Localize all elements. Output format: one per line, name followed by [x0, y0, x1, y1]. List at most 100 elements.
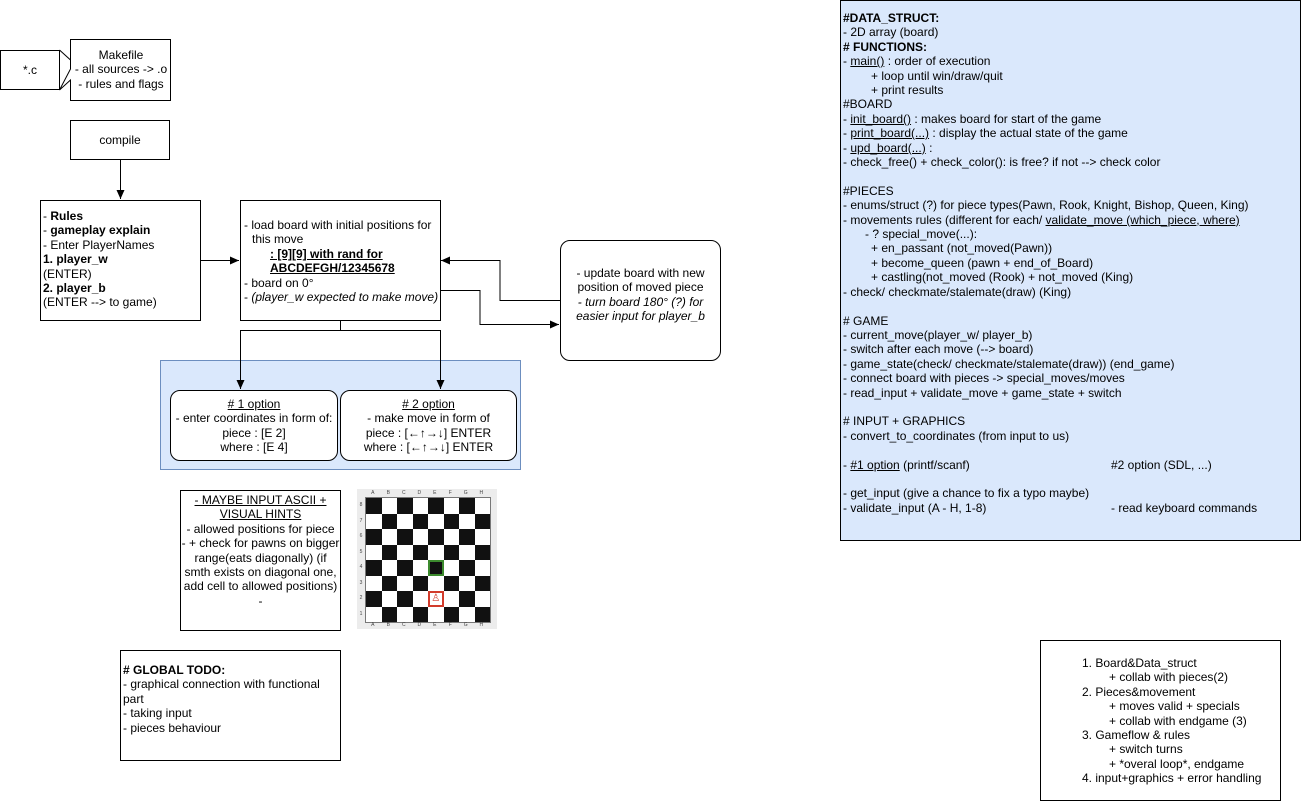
update-board-box[interactable]: - update board with new position of move… — [560, 240, 721, 361]
plan-box[interactable]: 1. Board&Data_struct + collab with piece… — [1040, 640, 1281, 801]
board-square-b3 — [381, 575, 397, 591]
load-board-box[interactable]: - load board with initial positions for … — [240, 200, 441, 321]
board-file-label: G — [463, 490, 468, 496]
board-rank-label: 5 — [359, 548, 363, 555]
notes-line: - read_input + validate_move + game_stat… — [843, 385, 1122, 400]
notes-line: - init_board() : makes board for start o… — [843, 111, 1102, 126]
update-line: easier input for player_b — [576, 309, 705, 324]
option-2-box[interactable]: # 2 option - make move in form of piece … — [340, 390, 517, 461]
board-rank-label: 1 — [359, 610, 363, 617]
board-square-e2: ♙ — [428, 591, 444, 607]
board-square-h1 — [474, 606, 490, 622]
notes-line: #PIECES — [843, 183, 894, 198]
option-2-line: piece : [←↑→↓] ENTER — [365, 425, 492, 440]
notes-line: - #1 option (printf/scanf) #2 option (SD… — [843, 457, 1212, 472]
load-line: this move — [252, 232, 304, 247]
board-square-b4 — [381, 560, 397, 576]
board-square-c4 — [397, 560, 413, 576]
board-square-f3 — [443, 575, 459, 591]
notes-line: #DATA_STRUCT: — [843, 11, 940, 25]
board-square-h4 — [474, 560, 490, 576]
board-square-a7 — [366, 513, 382, 529]
load-line: ABCDEFGH/12345678 — [270, 261, 395, 276]
board-file-label: C — [401, 622, 406, 628]
chessboard-grid: ♙ — [365, 497, 491, 623]
board-file-label: B — [386, 490, 390, 496]
board-square-g8 — [459, 498, 475, 514]
load-line: - board on 0° — [244, 275, 314, 290]
hints-line: add cell to allowed positions) — [183, 579, 338, 594]
notes-line: + loop until win/draw/quit — [871, 68, 1003, 83]
source-files-box[interactable]: *.c — [0, 50, 60, 90]
notes-line-right: #2 option (SDL, ...) — [1111, 457, 1212, 472]
notes-line: - ? special_move(...): — [865, 227, 978, 242]
plan-subitem: + collab with endgame (3) — [1109, 713, 1247, 728]
notes-line: - switch after each move (--> board) — [843, 342, 1034, 357]
board-square-f6 — [443, 529, 459, 545]
board-square-d4 — [412, 560, 428, 576]
rules-line: - gameplay explain — [43, 223, 151, 238]
update-line: - turn board 180° (?) for — [577, 294, 704, 309]
notes-line: - print_board(...) : display the actual … — [843, 126, 1128, 141]
rules-line: 1. player_w — [43, 252, 108, 267]
board-square-f1 — [443, 606, 459, 622]
notes-line: # INPUT + GRAPHICS — [843, 414, 966, 429]
board-square-d6 — [412, 529, 428, 545]
notes-panel[interactable]: #DATA_STRUCT: - 2D array (board) # FUNCT… — [840, 0, 1301, 541]
notes-line: - convert_to_coordinates (from input to … — [843, 428, 1070, 443]
notes-line: # GAME — [843, 313, 889, 328]
board-rank-label: 7 — [359, 517, 363, 524]
option-2-line: - make move in form of — [367, 411, 490, 426]
board-square-e7 — [428, 513, 444, 529]
board-file-label: D — [417, 622, 422, 628]
rules-box[interactable]: - Rules - gameplay explain - Enter Playe… — [40, 200, 201, 321]
board-square-e1 — [428, 606, 444, 622]
board-square-g2 — [459, 591, 475, 607]
option-1-box[interactable]: # 1 option - enter coordinates in form o… — [170, 390, 338, 461]
makefile-title: Makefile — [98, 48, 144, 62]
rules-line: - Enter PlayerNames — [43, 237, 155, 252]
board-square-h7 — [474, 513, 490, 529]
visual-hints-box[interactable]: - MAYBE INPUT ASCII + VISUAL HINTS - all… — [180, 490, 341, 631]
global-todo-box[interactable]: # GLOBAL TODO: - graphical connection wi… — [120, 650, 341, 761]
update-line: position of moved piece — [577, 280, 704, 295]
board-file-label: E — [433, 622, 437, 628]
hints-line: smth exists on diagonal one, — [184, 565, 337, 580]
plan-subitem: + switch turns — [1109, 742, 1183, 757]
option-1-line: - enter coordinates in form of: — [175, 411, 333, 426]
hints-line: - allowed positions for piece — [186, 521, 335, 536]
notes-line: # FUNCTIONS: — [843, 39, 927, 54]
notes-line: - main() : order of execution — [843, 54, 991, 69]
board-square-c3 — [397, 575, 413, 591]
option-1-line: piece : [E 2] — [222, 425, 286, 440]
board-square-a3 — [366, 575, 382, 591]
source-files-label: *.c — [22, 62, 37, 77]
rules-line: (ENTER --> to game) — [43, 295, 157, 310]
board-square-c8 — [397, 498, 413, 514]
compile-box[interactable]: compile — [70, 120, 170, 160]
board-square-g4 — [459, 560, 475, 576]
todo-line: - graphical connection with functional — [123, 677, 320, 692]
board-square-g5 — [459, 544, 475, 560]
hints-title: VISUAL HINTS — [219, 507, 302, 522]
hints-line: range(eats diagonally) (if — [194, 550, 327, 565]
board-square-a8 — [366, 498, 382, 514]
board-file-label: H — [479, 622, 484, 628]
board-square-f4 — [443, 560, 459, 576]
makefile-box[interactable]: Makefile - all sources -> .o - rules and… — [71, 41, 171, 101]
board-square-b1 — [381, 606, 397, 622]
board-square-f2 — [443, 591, 459, 607]
board-square-b7 — [381, 513, 397, 529]
plan-item: 1. Board&Data_struct — [1082, 656, 1197, 670]
rules-line: 2. player_b — [43, 281, 106, 296]
todo-line: part — [123, 691, 144, 706]
board-square-b6 — [381, 529, 397, 545]
load-line: - load board with initial positions for — [244, 218, 432, 232]
board-square-a6 — [366, 529, 382, 545]
plan-item: 4. input+graphics + error handling — [1082, 771, 1262, 786]
board-file-label: E — [433, 490, 437, 496]
connector-load-to-update — [440, 290, 559, 329]
board-file-label: F — [448, 490, 452, 496]
notes-line: - get_input (give a chance to fix a typo… — [843, 486, 1090, 501]
